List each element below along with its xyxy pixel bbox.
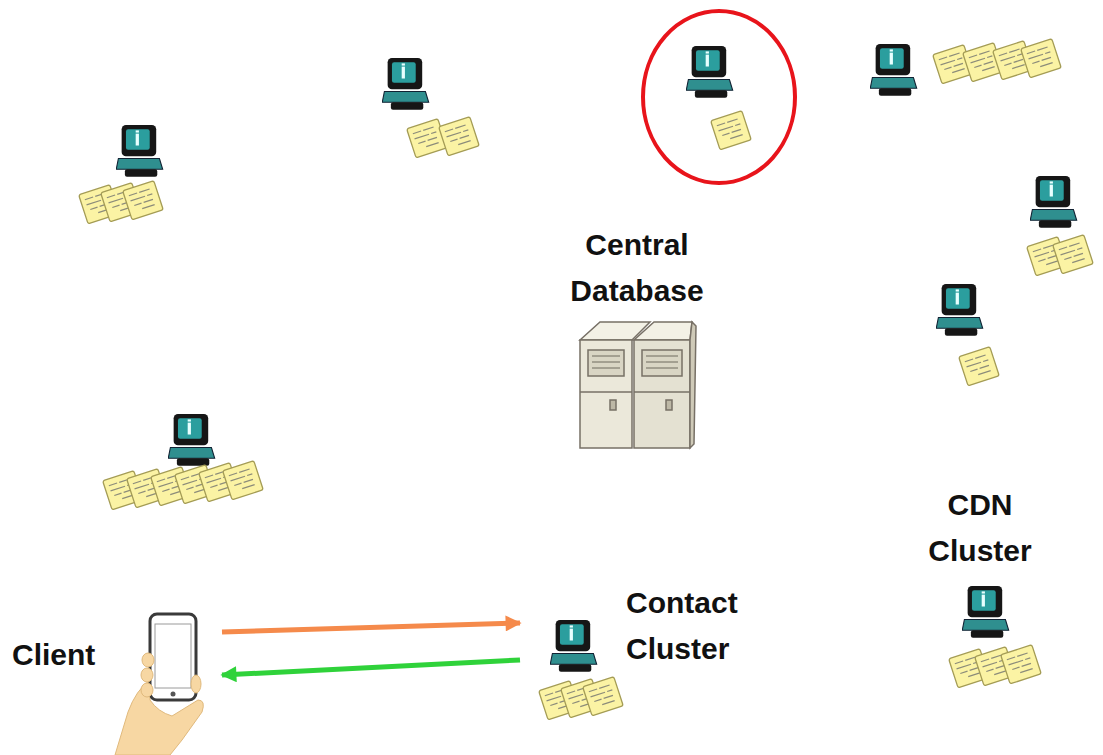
peer-computer xyxy=(79,125,164,224)
response-arrow xyxy=(222,660,520,675)
database-server xyxy=(580,322,696,448)
request-arrow xyxy=(222,623,520,632)
database-node: Central Database xyxy=(552,222,722,314)
highlight-circle xyxy=(643,11,795,183)
peer-computer xyxy=(382,58,479,158)
peer-computer xyxy=(686,46,751,150)
node-label: Client xyxy=(12,632,220,678)
client-node: Client xyxy=(6,612,220,704)
node-label: Central Database xyxy=(552,222,722,314)
peer-computer xyxy=(103,414,264,510)
contact-cluster-node: Contact Cluster xyxy=(522,580,772,725)
peer-computer xyxy=(1027,176,1094,276)
node-label: CDN Cluster xyxy=(900,482,1060,574)
cdn-computer xyxy=(949,586,1042,688)
contact-computer xyxy=(539,620,624,720)
cdn-cluster-node: CDN Cluster xyxy=(900,482,1060,574)
node-label: Contact Cluster xyxy=(626,580,772,672)
peer-computer xyxy=(870,39,1061,96)
peer-computer xyxy=(936,284,999,386)
client-phone xyxy=(115,614,203,755)
